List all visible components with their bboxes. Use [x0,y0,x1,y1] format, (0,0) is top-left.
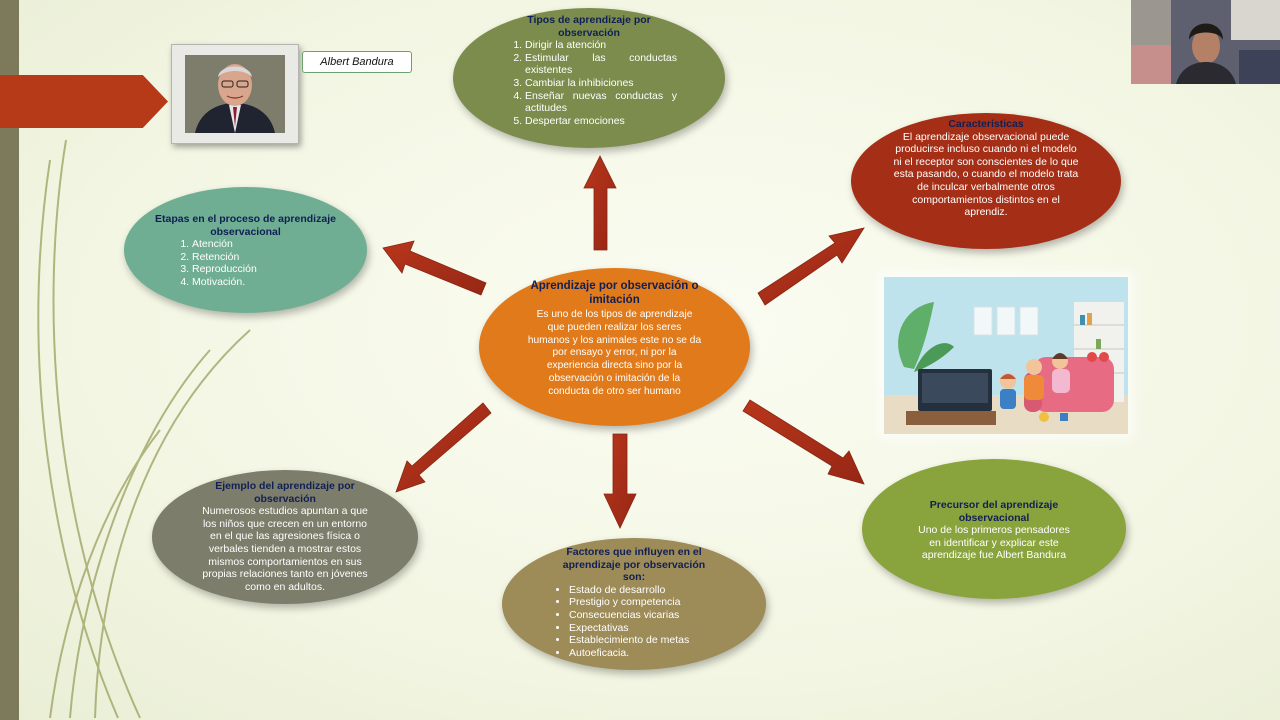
tipos-item: Dirigir la atención [525,39,677,52]
factores-item: Autoeficacia. [569,647,746,660]
factores-item: Establecimiento de metas [569,634,746,647]
deco-curve-5 [49,429,161,719]
precursor-body: Uno de los primeros pensadores en identi… [918,524,1070,562]
centro-title: Aprendizaje por observación o imitación [530,280,699,306]
etapas-item: Reproducción [192,263,347,276]
etapas-item: Motivación. [192,276,347,289]
bubble-etapas: Etapas en el proceso de aprendizaje obse… [124,187,367,313]
bubble-ejemplo: Ejemplo del aprendizaje por observación … [152,470,418,604]
arrow-lower-right [742,399,865,485]
tipos-item: Despertar emociones [525,115,677,128]
bubble-caracteristicas: Características El aprendizaje observaci… [851,113,1121,249]
etapas-title: Etapas en el proceso de aprendizaje obse… [155,213,336,238]
arrow-left [382,240,487,296]
etapas-item: Retención [192,251,347,264]
etapas-item: Atención [192,238,347,251]
tipos-item: Enseñar nuevas conductas y actitudes [525,90,677,115]
arrow-upper-right [757,227,865,306]
webcam-feed [1131,0,1280,84]
arrow-down [603,433,637,529]
factores-list: Estado de desarrollo Prestigio y compete… [502,584,766,660]
deco-curve-4 [69,349,211,719]
tipos-item: Cambiar la inhibiciones [525,77,677,90]
tipos-list: Dirigir la atención Estimular las conduc… [453,39,725,127]
bubble-factores: Factores que influyen en el aprendizaje … [502,538,766,670]
portrait-frame [171,44,299,144]
caracteristicas-body: El aprendizaje observacional puede produ… [893,130,1079,219]
precursor-title: Precursor del aprendizaje observacional [929,499,1059,524]
decorative-curves [37,139,251,719]
factores-item: Expectativas [569,622,746,635]
factores-item: Prestigio y competencia [569,596,746,609]
deco-curve-2 [37,159,119,719]
centro-body: Es uno de los tipos de aprendizaje que p… [527,309,702,397]
arrow-lower-left [395,402,492,493]
portrait-name-label: Albert Bandura [302,51,412,73]
ejemplo-body: Numerosos estudios apuntan a que los niñ… [202,505,368,593]
tipos-title: Tipos de aprendizaje por observación [527,14,651,39]
etapas-list: Atención Retención Reproducción Motivaci… [124,238,367,288]
arrow-up [583,155,617,251]
bubble-precursor: Precursor del aprendizaje observacional … [862,459,1126,599]
bubble-centro: Aprendizaje por observación o imitación … [479,268,750,426]
left-accent-bar [0,0,19,720]
caracteristicas-title: Características [948,118,1024,130]
portrait-photo [185,55,285,133]
factores-item: Estado de desarrollo [569,584,746,597]
factores-item: Consecuencias vicarias [569,609,746,622]
tipos-item: Estimular las conductas existentes [525,52,677,77]
living-room-illustration [884,277,1128,434]
deco-curve-3 [94,329,251,719]
factores-title: Factores que influyen en el aprendizaje … [562,546,706,584]
ejemplo-title: Ejemplo del aprendizaje por observación [215,480,355,505]
title-arrow-banner [0,75,168,128]
deco-curve-1 [52,139,141,719]
bubble-tipos: Tipos de aprendizaje por observación Dir… [453,8,725,148]
